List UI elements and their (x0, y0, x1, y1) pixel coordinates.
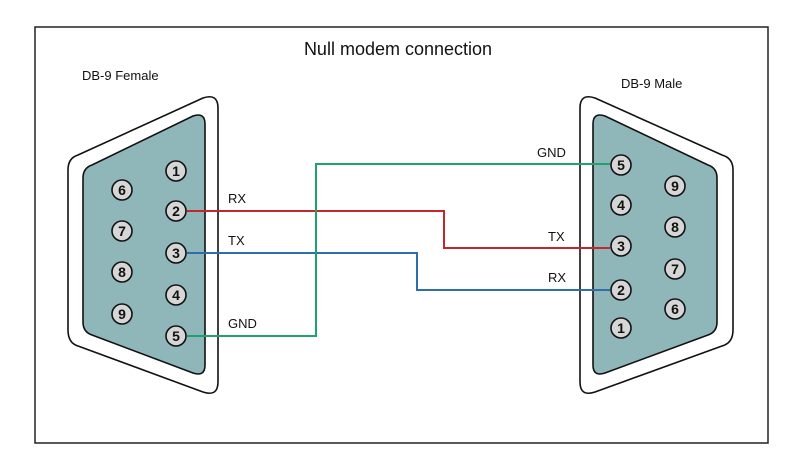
left-pin-5-label: 5 (172, 328, 180, 344)
right-pin-2-label: 2 (617, 282, 625, 298)
right-pin-6-label: 6 (671, 301, 679, 317)
left-pin-3: 3 (165, 242, 187, 264)
right-pin-1-label: 1 (617, 320, 625, 336)
left-connector: 1 2 3 4 5 6 7 8 9 (67, 95, 219, 395)
right-pin-8-label: 8 (671, 219, 679, 235)
left-pin-3-label: 3 (172, 245, 180, 261)
right-pin-9-label: 9 (671, 178, 679, 194)
right-pin-7: 7 (664, 258, 686, 280)
left-pin-4: 4 (165, 284, 187, 306)
left-pin-7: 7 (111, 220, 133, 242)
right-gnd-label: GND (537, 145, 566, 160)
left-pin-4-label: 4 (172, 287, 180, 303)
right-pin-5: 5 (610, 154, 632, 176)
right-pin-6: 6 (664, 298, 686, 320)
right-pin-1: 1 (610, 317, 632, 339)
right-pin-9: 9 (664, 175, 686, 197)
right-pin-8: 8 (664, 216, 686, 238)
left-pin-6: 6 (111, 179, 133, 201)
right-pin-4-label: 4 (617, 197, 625, 213)
left-pin-8-label: 8 (118, 264, 126, 280)
right-connector: 5 4 3 2 1 9 8 7 6 (579, 95, 734, 395)
wires (187, 163, 610, 337)
right-connector-label: DB-9 Male (621, 76, 682, 91)
wire-gnd-to-gnd (187, 163, 610, 337)
right-rx-label: RX (548, 270, 566, 285)
left-pin-8: 8 (111, 261, 133, 283)
left-rx-label: RX (228, 191, 246, 206)
left-pin-2: 2 (165, 200, 187, 222)
diagram-title: Null modem connection (304, 39, 492, 59)
left-pin-9-label: 9 (118, 306, 126, 322)
right-connector-body (592, 114, 718, 375)
right-pin-3: 3 (610, 235, 632, 257)
left-tx-label: TX (228, 233, 245, 248)
right-pin-7-label: 7 (671, 261, 679, 277)
left-pin-7-label: 7 (118, 223, 126, 239)
left-gnd-label: GND (228, 316, 257, 331)
left-pin-2-label: 2 (172, 203, 180, 219)
left-pin-6-label: 6 (118, 182, 126, 198)
right-pin-2: 2 (610, 279, 632, 301)
left-pin-9: 9 (111, 303, 133, 325)
right-tx-label: TX (548, 229, 565, 244)
left-pin-1-label: 1 (172, 163, 180, 179)
left-pin-1: 1 (165, 160, 187, 182)
left-connector-label: DB-9 Female (82, 68, 159, 83)
right-pin-5-label: 5 (617, 157, 625, 173)
right-pin-4: 4 (610, 194, 632, 216)
left-pin-5: 5 (165, 325, 187, 347)
right-pin-3-label: 3 (617, 238, 625, 254)
wire-tx-to-rx (187, 252, 610, 291)
